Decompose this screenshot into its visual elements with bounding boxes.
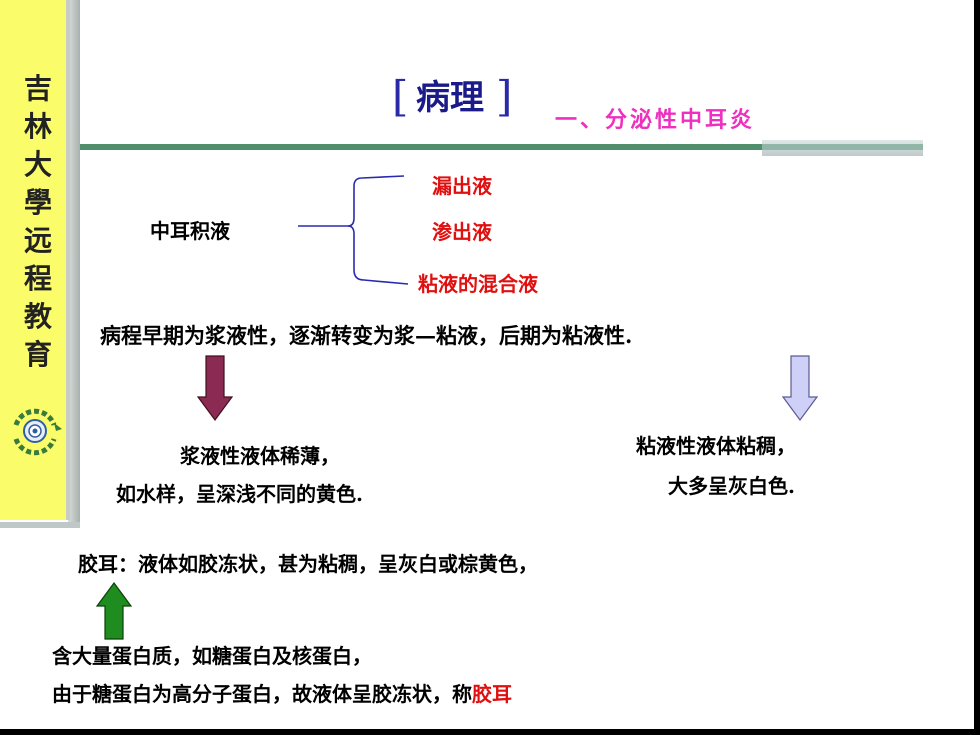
mucous-description-line2: 大多呈灰白色.	[668, 474, 795, 498]
sidebar-char: 远	[23, 224, 52, 257]
sidebar-char: 大	[23, 148, 52, 181]
sidebar: 吉 林 大 學 远 程 教 育	[0, 0, 70, 520]
arrow-down-mucous-icon	[782, 355, 818, 421]
sidebar-char: 程	[23, 262, 52, 295]
sidebar-char: 學	[23, 186, 52, 219]
reason-text: 由于糖蛋白为高分子蛋白，故液体呈胶冻状，称	[52, 682, 472, 706]
sidebar-char: 教	[23, 300, 52, 333]
seal-logo	[13, 408, 62, 456]
protein-content-line: 含大量蛋白质，如糖蛋白及核蛋白，	[52, 644, 372, 668]
sidebar-edge	[68, 0, 80, 528]
disease-course-text: 病程早期为浆液性，逐渐转变为浆—粘液，后期为粘液性.	[100, 323, 633, 348]
header-rule-highlight-band	[762, 144, 923, 150]
glue-ear-label: 胶耳	[78, 552, 118, 576]
page-title: 病理	[416, 78, 484, 118]
serous-description-line1: 浆液性液体稀薄，	[180, 444, 340, 468]
title-bracket-right: ]	[496, 72, 513, 121]
frame-bottom-border	[0, 729, 980, 735]
title-bracket-left: [	[392, 72, 409, 121]
fluid-type-exudate: 渗出液	[432, 220, 492, 244]
mucous-description-line1: 粘液性液体粘稠，	[636, 434, 796, 458]
section-subtitle: 一、分泌性中耳炎	[555, 107, 756, 133]
header-rule	[80, 144, 923, 150]
sidebar-bottom-shadow	[0, 522, 80, 528]
glue-ear-highlight: 胶耳	[472, 682, 512, 706]
frame-right-border	[974, 0, 980, 735]
sidebar-char: 林	[23, 110, 52, 143]
sidebar-title: 吉 林 大 學 远 程 教 育	[20, 70, 56, 374]
glue-ear-description: ：液体如胶冻状，甚为粘稠，呈灰白或棕黄色，	[118, 552, 538, 576]
arrow-up-icon	[96, 582, 132, 640]
serous-description-line2: 如水样，呈深浅不同的黄色.	[116, 482, 363, 506]
fluid-type-transudate: 漏出液	[432, 174, 492, 198]
fluid-type-mixed: 粘液的混合液	[418, 272, 538, 296]
sidebar-char: 育	[23, 338, 52, 371]
reason-line: 由于糖蛋白为高分子蛋白，故液体呈胶冻状，称胶耳	[52, 678, 512, 707]
middle-ear-fluid-label: 中耳积液	[150, 219, 230, 243]
brace-connector	[298, 175, 409, 285]
glue-ear-line: 胶耳：液体如胶冻状，甚为粘稠，呈灰白或棕黄色，	[78, 548, 538, 577]
sidebar-char: 吉	[23, 72, 52, 105]
arrow-down-serous-icon	[197, 355, 233, 421]
